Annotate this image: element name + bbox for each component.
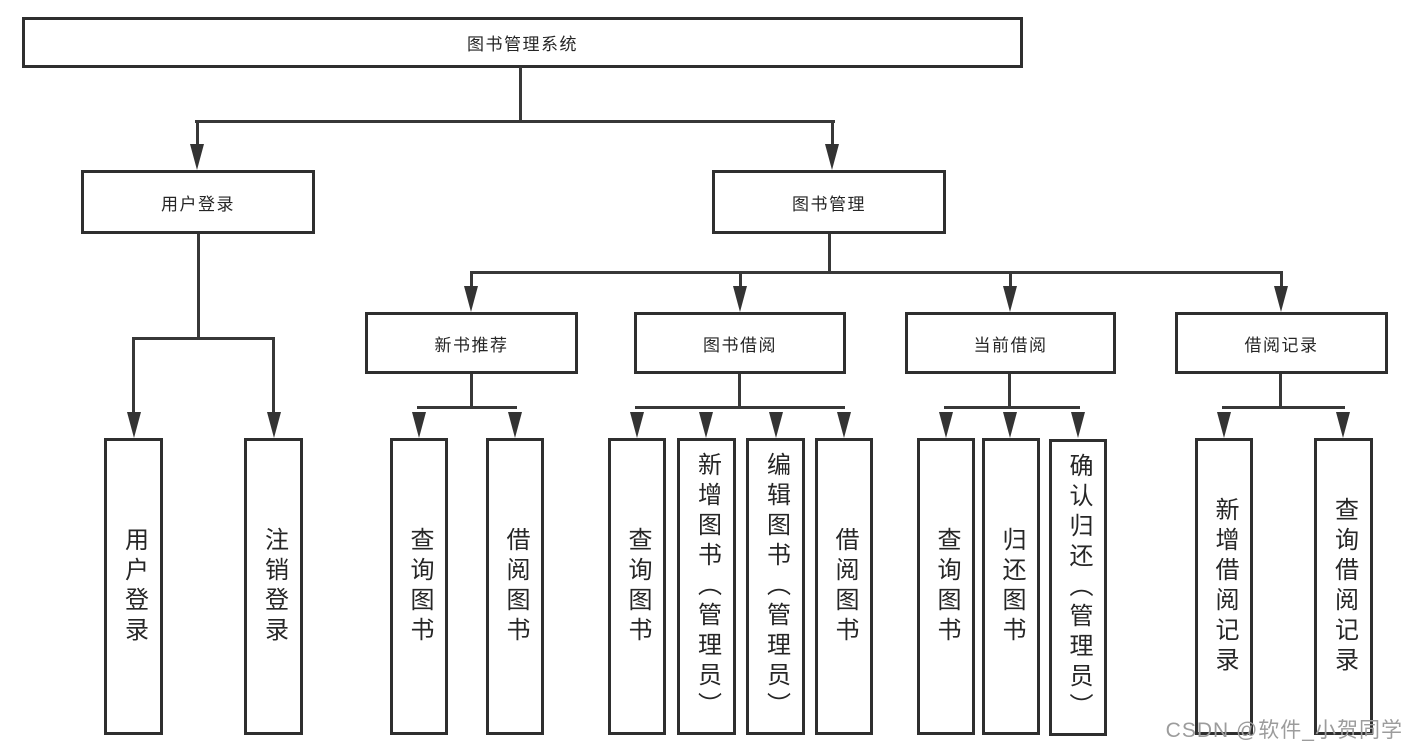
line-segment: [132, 337, 135, 415]
line-segment: [831, 120, 834, 147]
node-new-book-recommend: 新书推荐: [365, 312, 578, 374]
leaf-borrow-books-2-label: 借阅图书: [831, 526, 858, 647]
node-user-login-group: 用户登录: [81, 170, 315, 234]
line-segment: [272, 337, 275, 415]
node-current-borrow-label: 当前借阅: [973, 335, 1048, 355]
leaf-borrow-books-2: 借阅图书: [815, 438, 873, 735]
leaf-query-books-2-label: 查询图书: [624, 526, 651, 647]
line-segment: [1279, 374, 1282, 409]
line-segment: [470, 374, 473, 409]
node-borrow-records: 借阅记录: [1175, 312, 1388, 374]
node-book-management-label: 图书管理: [792, 194, 866, 214]
leaf-confirm-return-admin-label: 确认归还（管理员）: [1065, 452, 1092, 723]
leaf-return-books: 归还图书: [982, 438, 1040, 735]
node-root-label: 图书管理系统: [467, 35, 578, 54]
arrowhead: [699, 412, 713, 438]
leaf-add-borrow-record: 新增借阅记录: [1195, 438, 1253, 735]
line-segment: [828, 234, 831, 274]
node-book-borrow: 图书借阅: [634, 312, 846, 374]
node-book-management: 图书管理: [712, 170, 946, 234]
node-new-book-recommend-label: 新书推荐: [434, 335, 509, 355]
line-segment: [1280, 271, 1283, 291]
line-segment: [635, 406, 845, 409]
arrowhead: [1003, 412, 1017, 438]
leaf-edit-books-admin-label: 编辑图书（管理员）: [762, 451, 790, 722]
arrowhead: [837, 412, 851, 438]
csdn-watermark: CSDN @软件_小贺同学: [1165, 719, 1403, 742]
arrowhead: [412, 412, 426, 438]
leaf-query-books-3-label: 查询图书: [933, 526, 960, 647]
leaf-borrow-books-1-label: 借阅图书: [502, 526, 529, 647]
leaf-query-borrow-record-label: 查询借阅记录: [1330, 496, 1358, 677]
arrowhead: [1217, 412, 1231, 438]
leaf-logout-label: 注销登录: [260, 526, 288, 647]
leaf-add-books-admin: 新增图书（管理员）: [677, 438, 736, 735]
line-segment: [470, 271, 473, 291]
arrowhead: [1071, 412, 1085, 438]
leaf-confirm-return-admin: 确认归还（管理员）: [1049, 439, 1107, 736]
arrowhead: [1274, 286, 1288, 312]
leaf-query-borrow-record: 查询借阅记录: [1314, 438, 1373, 735]
leaf-return-books-label: 归还图书: [998, 526, 1025, 647]
arrowhead: [825, 144, 839, 170]
line-segment: [944, 406, 1080, 409]
leaf-user-login-label: 用户登录: [120, 526, 148, 647]
arrowhead: [769, 412, 783, 438]
arrowhead: [464, 286, 478, 312]
leaf-add-books-admin-label: 新增图书（管理员）: [693, 451, 721, 722]
node-borrow-records-label: 借阅记录: [1244, 335, 1319, 355]
line-segment: [1009, 271, 1012, 291]
node-root: 图书管理系统: [22, 17, 1023, 68]
line-segment: [417, 406, 517, 409]
leaf-logout: 注销登录: [244, 438, 303, 735]
leaf-add-borrow-record-label: 新增借阅记录: [1211, 496, 1238, 677]
line-segment: [470, 271, 1283, 274]
line-segment: [195, 120, 835, 123]
arrowhead: [508, 412, 522, 438]
line-segment: [196, 120, 199, 147]
node-book-borrow-label: 图书借阅: [703, 335, 777, 355]
arrowhead: [267, 412, 281, 438]
arrowhead: [1336, 412, 1350, 438]
leaf-edit-books-admin: 编辑图书（管理员）: [746, 438, 805, 735]
line-segment: [132, 337, 275, 340]
leaf-query-books-3: 查询图书: [917, 438, 975, 735]
arrowhead: [733, 286, 747, 312]
node-user-login-group-label: 用户登录: [161, 194, 235, 214]
arrowhead: [190, 144, 204, 170]
arrowhead: [630, 412, 644, 438]
line-segment: [1222, 406, 1345, 409]
line-segment: [519, 67, 522, 122]
leaf-query-books-1: 查询图书: [390, 438, 448, 735]
leaf-query-books-2: 查询图书: [608, 438, 666, 735]
line-segment: [197, 234, 200, 340]
leaf-borrow-books-1: 借阅图书: [486, 438, 544, 735]
leaf-user-login: 用户登录: [104, 438, 163, 735]
line-segment: [1008, 374, 1011, 409]
arrowhead: [1003, 286, 1017, 312]
node-current-borrow: 当前借阅: [905, 312, 1116, 374]
line-segment: [739, 271, 742, 291]
arrowhead: [939, 412, 953, 438]
line-segment: [738, 374, 741, 409]
arrowhead: [127, 412, 141, 438]
leaf-query-books-1-label: 查询图书: [406, 526, 433, 647]
